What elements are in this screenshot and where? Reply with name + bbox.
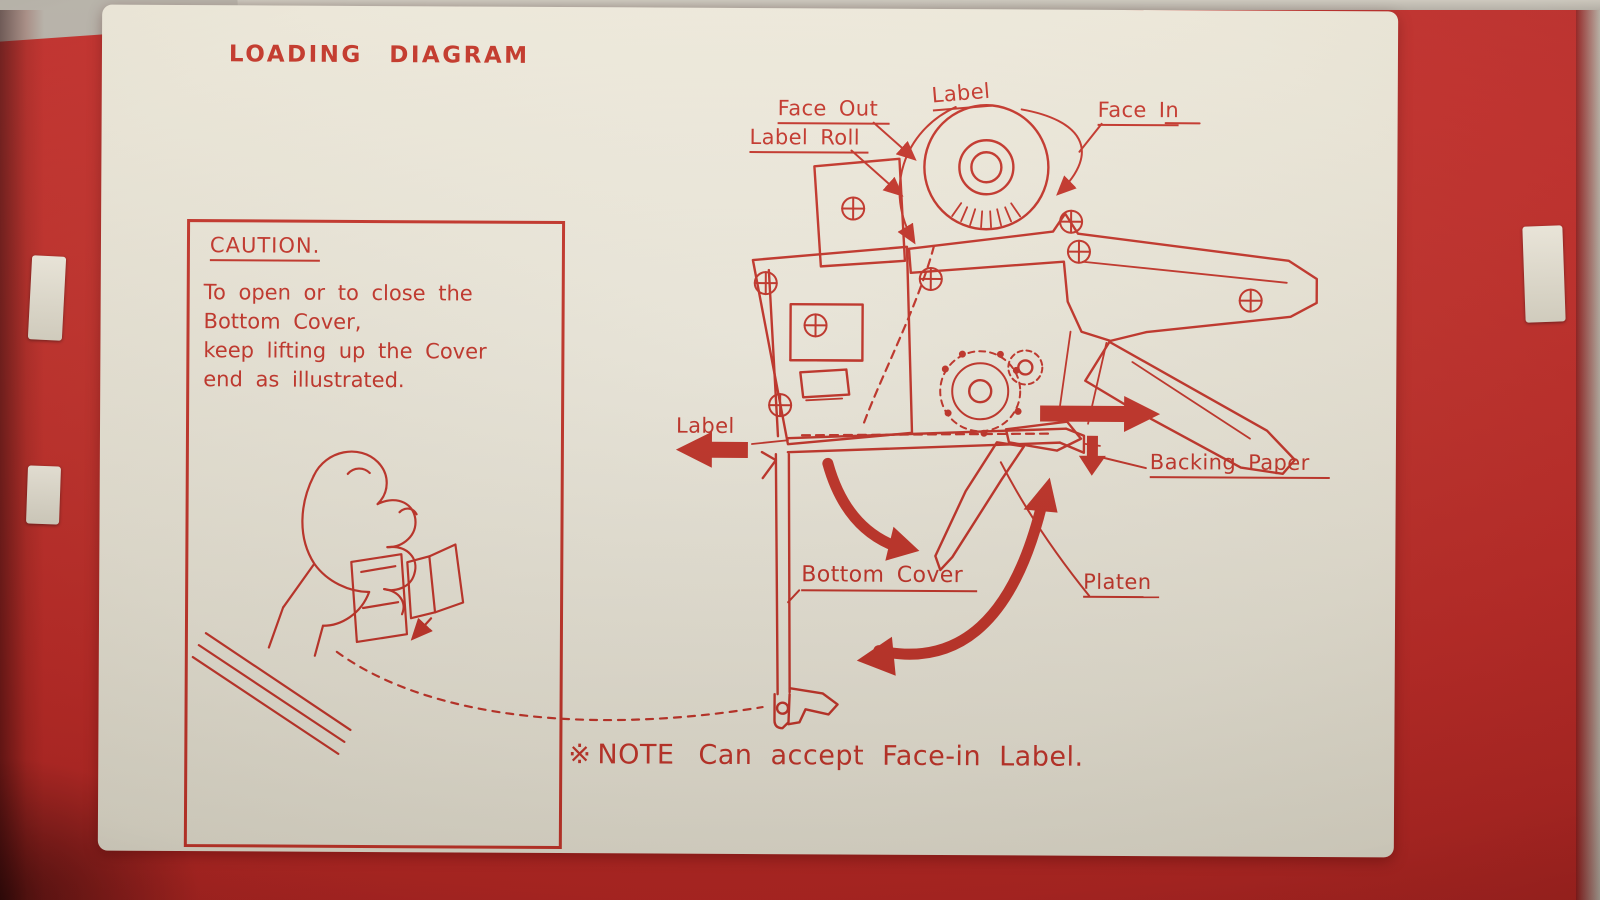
rear-plate (813, 157, 907, 268)
instruction-panel: LOADING DIAGRAM CAUTION. To open or to c… (97, 4, 1399, 858)
page-title: LOADING DIAGRAM (228, 41, 530, 69)
dashed-connector (335, 650, 764, 722)
caution-box: CAUTION. To open or to close the Bottom … (183, 219, 566, 850)
caution-line: keep lifting up the Cover (203, 338, 487, 364)
screw-icon (803, 313, 828, 338)
leader-backing-paper (1102, 456, 1147, 470)
caution-line: To open or to close the (203, 280, 473, 306)
screw-icon (841, 196, 866, 221)
box-right-edge (1576, 10, 1600, 900)
caution-heading: CAUTION. (209, 233, 321, 262)
label-face-in: Face In (1097, 97, 1180, 127)
label-exit-arrow (675, 431, 748, 468)
hinge-tab-left-top (27, 255, 67, 341)
leader-label-roll (850, 149, 904, 197)
label-feed-path (800, 244, 1054, 437)
leader-face-in (1078, 122, 1103, 153)
motion-arrows (675, 395, 1161, 476)
peeler-wedge (934, 441, 1026, 572)
hinge-tab-right (1522, 225, 1566, 323)
note-label: NOTE (597, 739, 675, 771)
hinge-tab-left-bottom (25, 465, 62, 525)
label-path-face-out (897, 106, 957, 245)
labeler-line-art (191, 104, 1319, 755)
feed-down-arrow (1078, 435, 1106, 476)
backing-paper-arrow (1040, 395, 1161, 432)
note-line: ※NOTE Can accept Face-in Label. (568, 739, 1083, 773)
label-platen: Platen (1083, 569, 1160, 599)
label-left-label: Label (675, 413, 735, 438)
label-top-label: Label (930, 78, 992, 112)
leader-bottom-cover (787, 589, 801, 604)
bottom-cover-strip (773, 452, 839, 730)
swing-arrows (822, 457, 1058, 676)
note-text: Can accept Face-in Label. (698, 739, 1084, 773)
upper-handle (907, 212, 1319, 343)
label-label-roll: Label Roll (749, 125, 869, 154)
inner-plate (789, 303, 864, 362)
caution-paragraph: To open or to close the Bottom Cover, ke… (203, 278, 550, 396)
screw-icon (768, 393, 793, 418)
hand-lifting-cover-sketch (191, 450, 465, 755)
screw-icon (1059, 209, 1084, 234)
note-reference-mark: ※ (568, 739, 592, 771)
label-bottom-cover: Bottom Cover (801, 562, 978, 593)
hook-foot (773, 692, 791, 730)
label-roll (923, 104, 1050, 231)
label-backing-paper: Backing Paper (1149, 450, 1330, 480)
platen-swing-arrow (873, 496, 1049, 660)
label-exit-flap (760, 450, 778, 480)
screw-icon (1238, 288, 1263, 313)
cover-swing-arrow (822, 457, 895, 550)
label-face-out: Face Out (777, 96, 891, 125)
screw-icon (1066, 239, 1092, 264)
roll-hatching (951, 202, 1022, 229)
hand-arrow (410, 617, 433, 641)
lower-handle (1084, 340, 1297, 476)
platen-plate (1004, 420, 1083, 452)
label-path-face-in (1020, 108, 1083, 196)
gear-assembly (939, 349, 1044, 437)
caution-line: end as illustrated. (203, 367, 405, 393)
caution-line: Bottom Cover, (203, 309, 362, 334)
screw-icon (753, 271, 778, 296)
